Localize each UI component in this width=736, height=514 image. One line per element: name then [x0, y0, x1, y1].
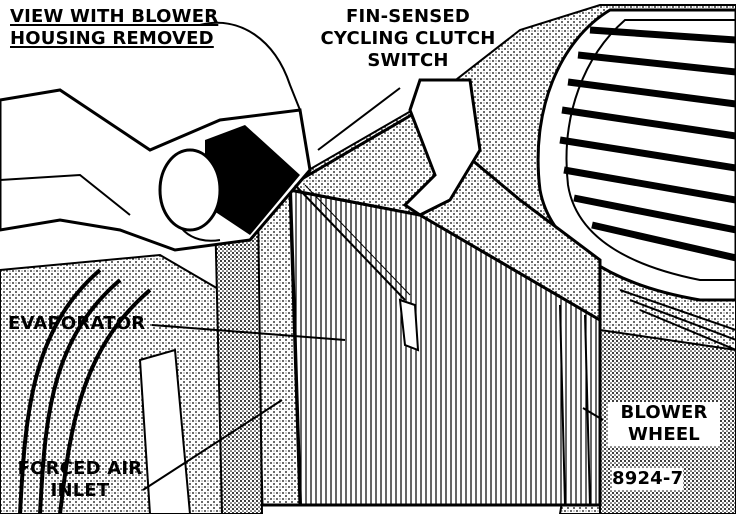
blower-wheel-line1: BLOWER — [620, 402, 708, 423]
leader-lines — [142, 87, 604, 491]
blower-wheel — [536, 8, 736, 351]
clutch-switch-line2: CYCLING CLUTCH — [320, 28, 496, 49]
clutch-switch-bracket — [398, 78, 482, 352]
blower-wheel-line2: WHEEL — [628, 424, 700, 445]
forced-air-line2: INLET — [50, 480, 110, 501]
blower-wheel-label: BLOWER WHEEL — [608, 402, 720, 446]
view-caption-line1: VIEW WITH BLOWER — [10, 6, 219, 27]
view-caption-line2: HOUSING REMOVED — [10, 28, 214, 49]
clutch-switch-label: FIN-SENSED CYCLING CLUTCH SWITCH — [308, 6, 508, 72]
hand — [0, 21, 411, 301]
view-caption: VIEW WITH BLOWER HOUSING REMOVED — [10, 6, 218, 50]
forced-air-line1: FORCED AIR — [17, 458, 143, 479]
evaporator-label: EVAPORATOR — [8, 313, 146, 334]
clutch-switch-line3: SWITCH — [367, 50, 449, 71]
figure-number: 8924-7 — [612, 468, 684, 490]
forced-air-inlet-label: FORCED AIR INLET — [0, 458, 160, 502]
clutch-switch-line1: FIN-SENSED — [345, 6, 471, 27]
